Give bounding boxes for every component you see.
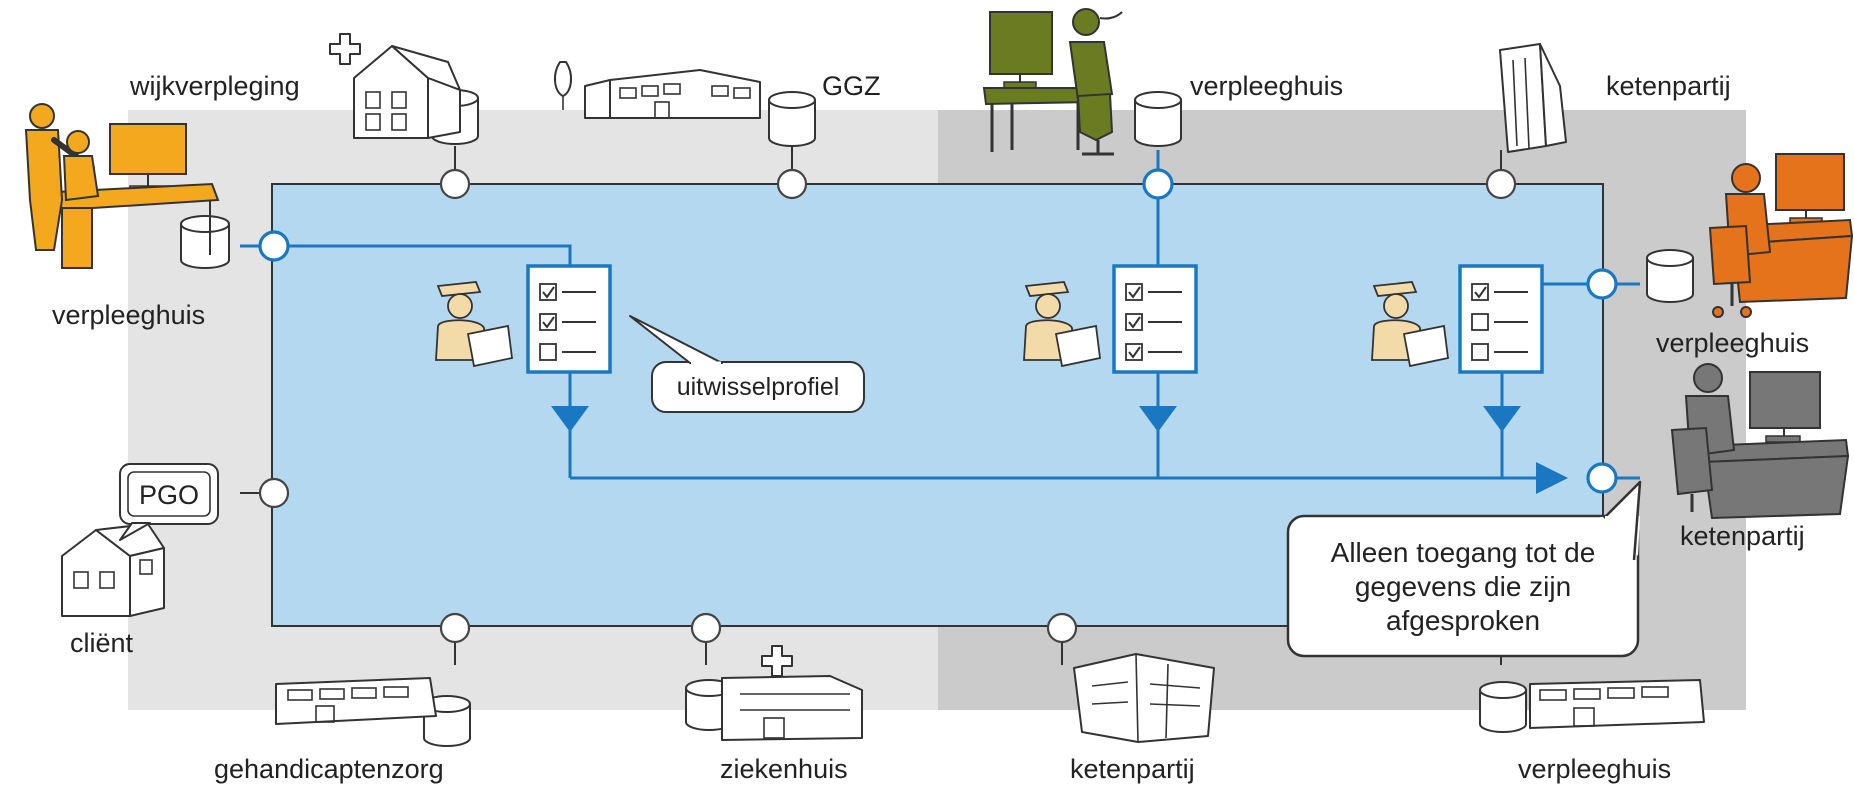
checked-box-icon bbox=[1125, 313, 1143, 331]
office-worker-icon bbox=[1670, 363, 1850, 520]
arrow-down-2 bbox=[1139, 406, 1177, 432]
guard-icon bbox=[1023, 281, 1101, 368]
care-workers-icon bbox=[24, 103, 220, 269]
nursing-home-building-icon bbox=[1529, 679, 1705, 729]
worker-at-computer-icon bbox=[1708, 153, 1854, 318]
checked-box-icon bbox=[1471, 283, 1489, 301]
label-verpleeghuis-right: verpleeghuis bbox=[1656, 328, 1809, 358]
checkmark-icon bbox=[542, 286, 555, 299]
node-ziekenhuis[interactable] bbox=[690, 612, 722, 644]
node-verpleeghuis-top[interactable] bbox=[1142, 168, 1174, 200]
callout-uitwisselprofiel-text: uitwisselprofiel bbox=[677, 373, 840, 401]
callout-access-line-3: afgesproken bbox=[1386, 605, 1540, 636]
label-ggz: GGZ bbox=[822, 71, 881, 101]
database-icon bbox=[685, 679, 733, 731]
node-ketenpartij-bottom[interactable] bbox=[1046, 612, 1078, 644]
office-tower-icon bbox=[1499, 43, 1567, 153]
checked-box-icon bbox=[1125, 343, 1143, 361]
node-wijkverpleging[interactable] bbox=[439, 168, 471, 200]
ggz-building-icon bbox=[554, 61, 761, 119]
database-icon bbox=[768, 91, 816, 147]
checkmark-icon bbox=[1128, 316, 1141, 329]
node-gehandicaptenzorg[interactable] bbox=[439, 612, 471, 644]
care-building-icon bbox=[275, 677, 437, 725]
callout-access-line-1: Alleen toegang tot de bbox=[1331, 537, 1596, 568]
database-icon bbox=[1134, 91, 1182, 147]
pgo-label: PGO bbox=[139, 480, 199, 510]
arrow-down-1 bbox=[551, 406, 589, 432]
arrow-down-3 bbox=[1483, 406, 1521, 432]
checkmark-icon bbox=[1128, 346, 1141, 359]
client-house-icon bbox=[61, 523, 165, 617]
database-icon bbox=[180, 215, 230, 269]
pgo-bubble: PGO bbox=[119, 463, 219, 541]
label-verpleeghuis-left: verpleeghuis bbox=[52, 300, 205, 330]
node-ketenpartij-top[interactable] bbox=[1485, 168, 1517, 200]
node-client[interactable] bbox=[258, 477, 290, 509]
node-ggz[interactable] bbox=[776, 168, 808, 200]
checklist-2 bbox=[1112, 264, 1198, 374]
label-client: cliënt bbox=[70, 628, 134, 658]
medical-cross-icon bbox=[329, 33, 361, 65]
arrow-right bbox=[1536, 462, 1568, 494]
label-ketenpartij-right: ketenpartij bbox=[1680, 521, 1805, 551]
node-verpleeghuis-left[interactable] bbox=[258, 230, 290, 262]
checklist-1 bbox=[526, 264, 612, 374]
flow-arrowheads bbox=[551, 406, 1568, 494]
unchecked-box-icon bbox=[1471, 343, 1489, 361]
label-gehandicaptenzorg: gehandicaptenzorg bbox=[214, 754, 444, 784]
checked-box-icon bbox=[1125, 283, 1143, 301]
hospital-icon bbox=[721, 645, 863, 741]
checkmark-icon bbox=[542, 316, 555, 329]
callout-access-line-2: gegevens die zijn bbox=[1355, 571, 1571, 602]
label-verpleeghuis-bottom: verpleeghuis bbox=[1518, 754, 1671, 784]
checklist-3 bbox=[1458, 264, 1544, 374]
house-icon bbox=[353, 45, 461, 139]
guard-icon bbox=[435, 281, 513, 368]
checked-box-icon bbox=[539, 283, 557, 301]
label-verpleeghuis-top: verpleeghuis bbox=[1190, 71, 1343, 101]
checkmark-icon bbox=[1474, 286, 1487, 299]
unchecked-box-icon bbox=[539, 343, 557, 361]
node-verpleeghuis-right[interactable] bbox=[1586, 268, 1618, 300]
database-icon bbox=[1479, 681, 1527, 733]
label-wijkverpleging: wijkverpleging bbox=[129, 71, 300, 101]
label-ziekenhuis: ziekenhuis bbox=[720, 754, 848, 784]
callout-uitwisselprofiel: uitwisselprofiel bbox=[629, 315, 865, 413]
guard-icon bbox=[1371, 281, 1449, 368]
checkmark-icon bbox=[1128, 286, 1141, 299]
node-ketenpartij-right[interactable] bbox=[1586, 462, 1618, 494]
callout-access: Alleen toegang tot de gegevens die zijn … bbox=[1286, 480, 1642, 658]
database-icon bbox=[1646, 249, 1694, 303]
checked-box-icon bbox=[539, 313, 557, 331]
label-ketenpartij-bottom: ketenpartij bbox=[1070, 754, 1195, 784]
label-ketenpartij-top: ketenpartij bbox=[1606, 71, 1731, 101]
nurse-at-desk-icon bbox=[982, 8, 1123, 156]
office-block-icon bbox=[1073, 653, 1215, 743]
unchecked-box-icon bbox=[1471, 313, 1489, 331]
checklists bbox=[526, 264, 1544, 374]
connection-nodes bbox=[258, 168, 1618, 644]
